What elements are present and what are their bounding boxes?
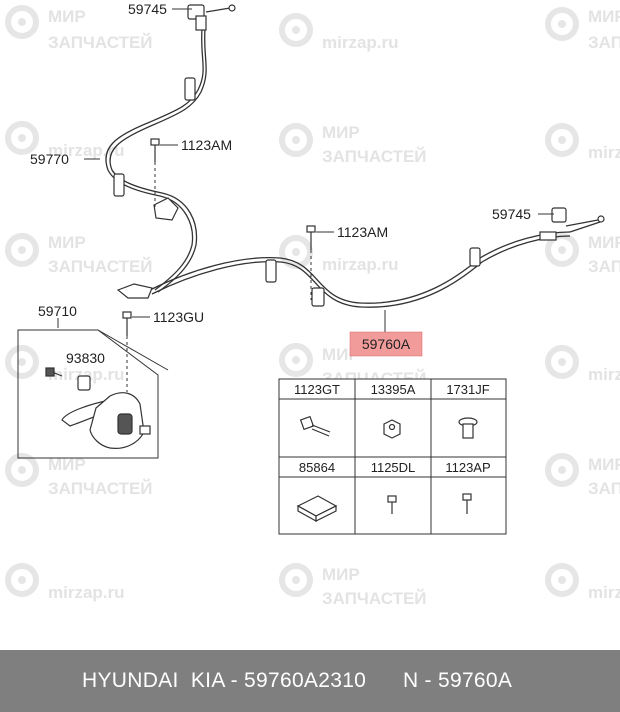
watermark-url: mirzap.ru [48,141,125,160]
cable-right [149,221,601,308]
bolt-icon [306,225,316,250]
watermark-pin-icon [545,563,579,597]
callout-59760a: 59760A [362,336,411,352]
watermark-tile: МИР ЗАПЧАСТЕЙ [279,123,427,166]
leader-lines [57,8,554,332]
watermark-pin-icon [5,453,39,487]
watermark-line1: МИР [588,233,620,252]
watermark-pin-icon [279,123,313,157]
highlight-box [349,331,423,357]
small-bolt-icon [462,493,472,514]
callout-1123am: 1123AM [337,224,388,240]
callout-59710: 59710 [38,303,77,319]
small-bolt-icon [387,495,397,514]
watermark-tile: МИР ЗАПЧАСТЕЙ [5,5,153,52]
watermark-pin-icon [279,563,313,597]
table-cell: 85864 [299,460,335,475]
watermark-tile: МИР ЗАПЧАСТЕЙ [545,7,620,52]
table-cell: 13395A [371,382,416,397]
watermark-pin-icon [5,5,39,39]
bolt-icon [150,138,160,162]
flange-bolt-icon [299,415,331,437]
watermark-line1: МИР [48,455,86,474]
watermark-url: mirzap.ru [588,143,620,162]
watermark-line2: ЗАПЧАСТЕЙ [588,33,620,52]
watermark-pin-icon [279,343,313,377]
watermark-url: mirzap.ru [48,583,125,602]
watermark-tile: mirzap.ru [5,121,125,160]
watermark-tile: mirzap.ru [5,563,125,602]
watermark-tile: mirzap.ru [545,345,620,384]
watermark-tile: МИР ЗАПЧАСТЕЙ [5,453,153,498]
watermark-url: mirzap.ru [322,33,399,52]
parts-diagram: МИР ЗАПЧАСТЕЙ mirzap.ru МИР ЗАПЧАСТЕЙ mi… [5,1,620,608]
watermark-line1: МИР [322,123,360,142]
clip-icon [45,367,91,391]
watermark-line2: ЗАПЧАСТЕЙ [48,33,153,52]
callout-59745-top: 59745 [128,1,167,17]
part-number-caption: HYUNDAI KIA - 59760A2310 N - 59760A [82,669,513,692]
watermark-pin-icon [5,345,39,379]
cable-end-fitting [187,4,236,31]
watermark-line1: МИР [48,233,86,252]
watermark-tile: МИР ЗАПЧАСТЕЙ [545,233,620,276]
cable-clip [113,77,557,307]
table-cell: 1731JF [446,382,489,397]
watermark-line2: ЗАПЧАСТЕЙ [588,257,620,276]
watermark-layer: МИР ЗАПЧАСТЕЙ mirzap.ru МИР ЗАПЧАСТЕЙ mi… [5,5,620,608]
callout-1123am: 1123AM [181,137,232,153]
cable-left [105,27,207,293]
table-cell: 1125DL [371,460,416,475]
watermark-line1: МИР [322,565,360,584]
watermark-pin-icon [545,123,579,157]
watermark-line2: ЗАПЧАСТЕЙ [48,257,153,276]
watermark-line1: МИР [588,455,620,474]
watermark-tile: МИР ЗАПЧАСТЕЙ [5,233,153,276]
watermark-url: mirzap.ru [48,365,125,384]
watermark-pin-icon [545,453,579,487]
watermark-line2: ЗАПЧАСТЕЙ [48,479,153,498]
hex-nut-icon [383,419,401,439]
watermark-tile: mirzap.ru [279,13,399,52]
watermark-tile: МИР ЗАПЧАСТЕЙ [279,563,427,608]
watermark-line1: МИР [48,7,86,26]
parts-table: 1123GT 13395A 1731JF 85864 1125DL 1123AP [278,378,507,535]
equalizer-bracket [116,283,153,299]
cable-end-fitting [551,207,605,227]
callout-93830: 93830 [66,350,105,366]
watermark-line2: ЗАПЧАСТЕЙ [588,479,620,498]
watermark-tile: mirzap.ru [545,563,620,602]
watermark-pin-icon [545,7,579,41]
table-cell: 1123AP [445,460,490,475]
watermark-url: mirzap.ru [588,583,620,602]
watermark-tile: mirzap.ru [545,123,620,162]
watermark-line2: ЗАПЧАСТЕЙ [322,147,427,166]
watermark-url: mirzap.ru [588,365,620,384]
watermark-pin-icon [5,563,39,597]
watermark-pin-icon [279,13,313,47]
bolt-icon [122,311,132,336]
lever-assembly [17,329,169,459]
watermark-pin-icon [5,121,39,155]
parking-brake-lever-icon [61,392,151,449]
footer-bar: HYUNDAI KIA - 59760A2310 N - 59760A [0,650,620,712]
watermark-pin-icon [545,345,579,379]
watermark-line1: МИР [588,7,620,26]
watermark-pin-icon [5,233,39,267]
callout-59745-right: 59745 [492,206,531,222]
watermark-url: mirzap.ru [322,255,399,274]
pad-icon [296,495,338,523]
table-cell: 1123GT [294,382,340,397]
watermark-line2: ЗАПЧАСТЕЙ [322,589,427,608]
highlight-callout[interactable]: 59760A [349,331,423,357]
callout-59770: 59770 [30,151,69,167]
watermark-tile: mirzap.ru [5,345,125,384]
grommet-bolt-icon [458,417,478,439]
callout-1123gu: 1123GU [153,309,204,325]
watermark-tile: МИР ЗАПЧАСТЕЙ [545,453,620,498]
